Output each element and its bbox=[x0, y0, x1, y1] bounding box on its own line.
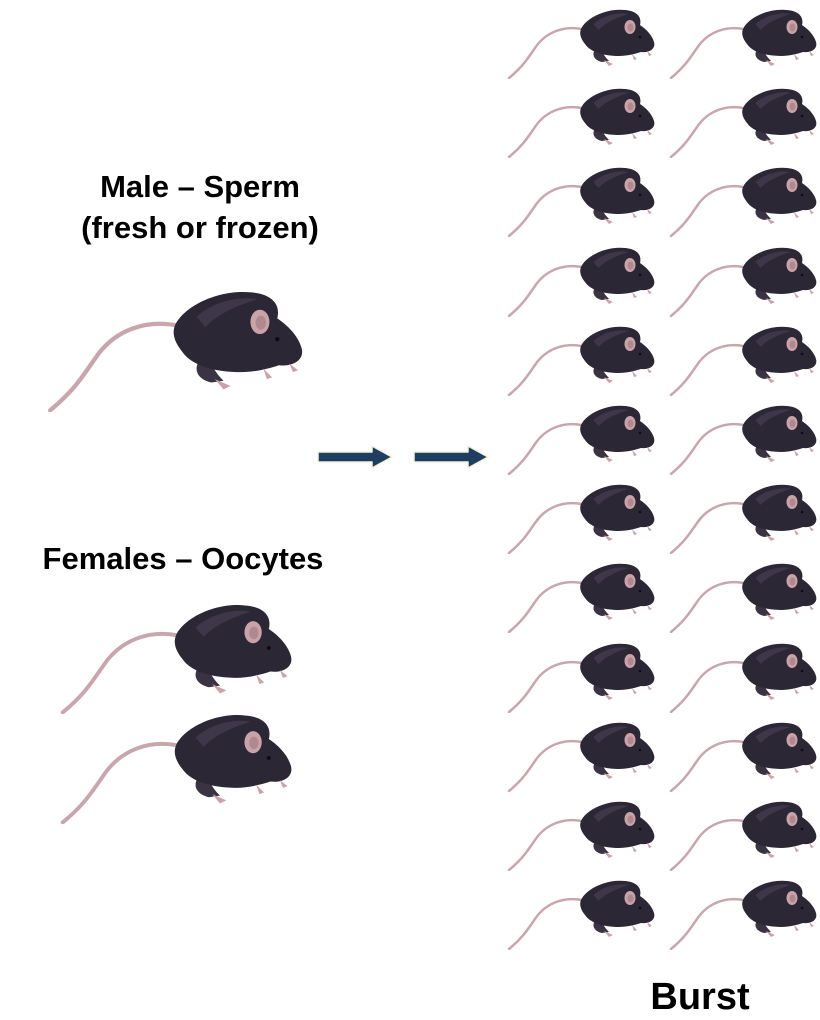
burst-label: Burst bbox=[600, 975, 800, 1019]
right-arrow-icon bbox=[316, 444, 394, 470]
burst-mouse-icon bbox=[668, 162, 818, 237]
burst-mouse-icon bbox=[506, 162, 656, 237]
burst-mouse-icon bbox=[506, 717, 656, 792]
burst-mouse-icon bbox=[668, 321, 818, 396]
burst-mouse-icon bbox=[506, 796, 656, 871]
female-mouse-icon bbox=[58, 596, 294, 714]
male-mouse-icon bbox=[45, 282, 305, 412]
burst-mouse-icon bbox=[506, 83, 656, 158]
burst-mouse-icon bbox=[668, 83, 818, 158]
burst-mouse-icon bbox=[506, 4, 656, 79]
female-mouse-icon bbox=[58, 706, 294, 824]
burst-mouse-icon bbox=[506, 400, 656, 475]
burst-mouse-icon bbox=[668, 558, 818, 633]
burst-mouse-icon bbox=[506, 321, 656, 396]
burst-mouse-icon bbox=[668, 400, 818, 475]
burst-mouse-icon bbox=[668, 796, 818, 871]
burst-mouse-icon bbox=[668, 479, 818, 554]
male-sperm-label: Male – Sperm (fresh or frozen) bbox=[40, 166, 360, 248]
burst-mouse-icon bbox=[506, 638, 656, 713]
burst-mouse-icon bbox=[506, 558, 656, 633]
burst-mouse-icon bbox=[668, 4, 818, 79]
right-arrow-icon bbox=[412, 444, 490, 470]
burst-mouse-icon bbox=[506, 479, 656, 554]
burst-mouse-icon bbox=[506, 242, 656, 317]
burst-mouse-icon bbox=[668, 638, 818, 713]
burst-mouse-icon bbox=[668, 717, 818, 792]
male-label-line2: (fresh or frozen) bbox=[40, 207, 360, 248]
male-label-line1: Male – Sperm bbox=[40, 166, 360, 207]
burst-mouse-icon bbox=[506, 875, 656, 950]
burst-mouse-icon bbox=[668, 875, 818, 950]
burst-mouse-icon bbox=[668, 242, 818, 317]
females-oocytes-label: Females – Oocytes bbox=[0, 538, 366, 579]
